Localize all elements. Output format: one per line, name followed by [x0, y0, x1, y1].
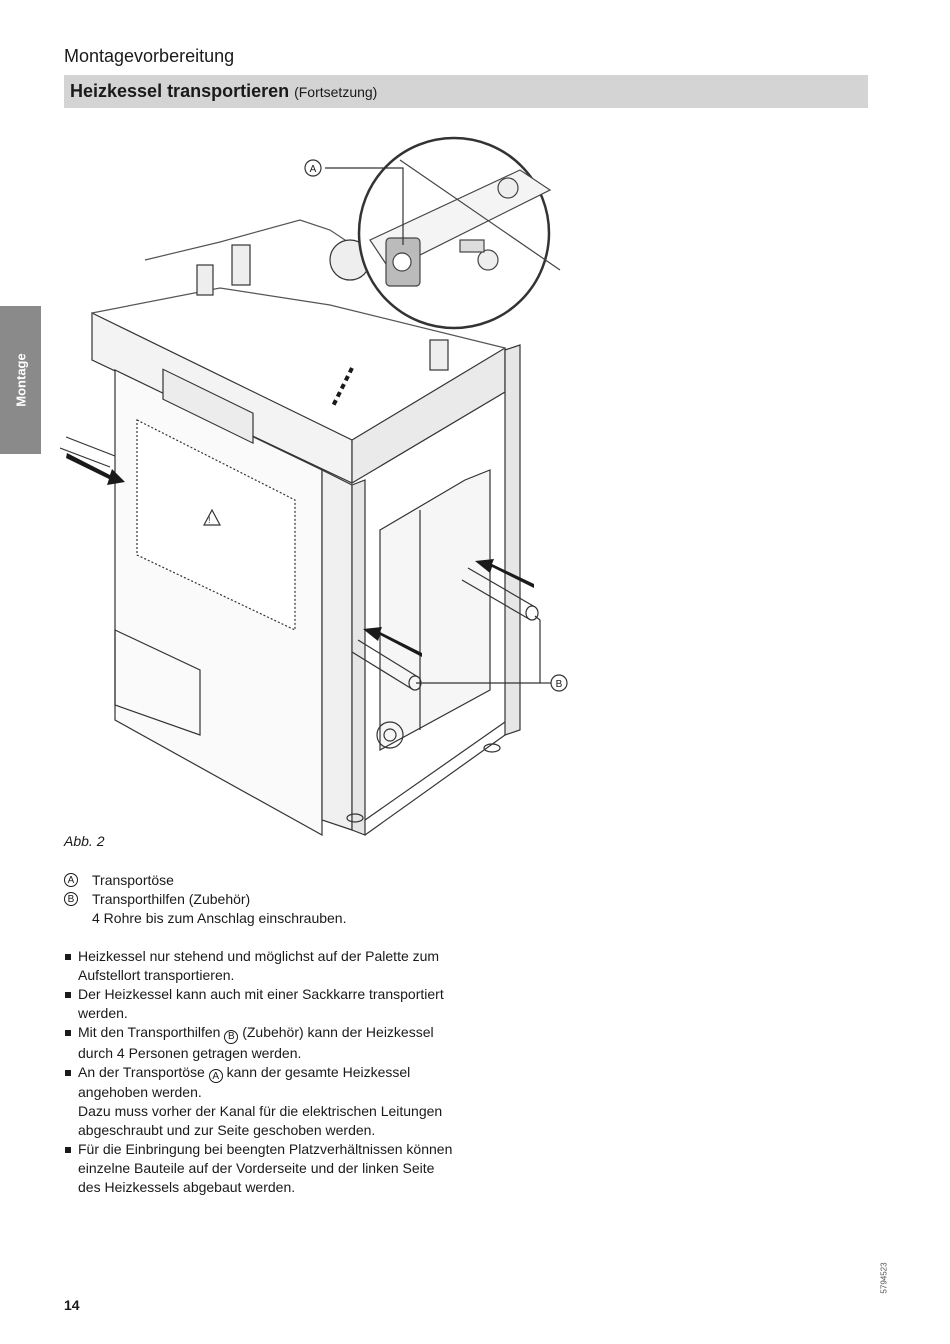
- legend-item: B Transporthilfen (Zubehör): [64, 890, 346, 909]
- figure-caption: Abb. 2: [64, 833, 105, 849]
- legend-note: 4 Rohre bis zum Anschlag einschrauben.: [92, 910, 347, 926]
- side-tab: Montage: [0, 306, 41, 454]
- list-item-text: Dazu muss vorher der Kanal für die elekt…: [78, 1103, 443, 1138]
- top-pipe-1: [196, 264, 214, 296]
- lower-compartment: [114, 629, 201, 736]
- left-column: [321, 469, 353, 831]
- side-frame-right-post: [504, 344, 521, 736]
- magnifier-contents: [369, 159, 561, 287]
- top-pipe-2: [231, 244, 251, 286]
- list-item-text: Der Heizkessel kann auch mit einer Sackk…: [78, 986, 444, 1021]
- list-item-text: kann der gesamte Heizkessel angehoben we…: [78, 1063, 411, 1101]
- arrow-left: [66, 453, 125, 485]
- control-panel: [162, 368, 254, 445]
- magnifier-pointer: [330, 367, 354, 409]
- section-title: Montagevorbereitung: [64, 46, 235, 66]
- list-item: Der Heizkessel kann auch mit einer Sackk…: [64, 985, 454, 1023]
- transport-tube-left: [60, 436, 116, 468]
- list-item-text: Heizkessel nur stehend und möglichst auf…: [78, 948, 440, 983]
- callout-a-circle: [304, 159, 322, 177]
- arrow-front: [363, 627, 422, 657]
- side-tab-label: Montage: [13, 353, 28, 407]
- svg-text:!: !: [208, 515, 211, 525]
- boiler-illustration: ! B: [60, 136, 568, 837]
- list-item: Heizkessel nur stehend und möglichst auf…: [64, 947, 454, 985]
- instruction-list: Heizkessel nur stehend und möglichst auf…: [64, 947, 454, 1197]
- internal-vessel: [379, 469, 491, 752]
- page-heading-sub: (Fortsetzung): [294, 83, 378, 100]
- list-item-text: Mit den Transporthilfen: [78, 1024, 221, 1040]
- warning-icon: [203, 508, 221, 526]
- callout-b-label: B: [556, 679, 563, 690]
- page-number: 14: [64, 1297, 80, 1313]
- right-pipe: [429, 339, 449, 371]
- list-item-text: An der Transportöse: [78, 1063, 205, 1080]
- page-heading: Heizkessel transportieren: [70, 81, 290, 101]
- transport-tube-back: [461, 567, 539, 621]
- legend-item: A Transportöse: [64, 871, 346, 890]
- doc-code: 5794523: [879, 1262, 889, 1294]
- legend-marker-b: B: [64, 892, 78, 906]
- list-item-text: Für die Einbringung bei beengten Platzve…: [78, 1141, 453, 1195]
- legend-text: Transporthilfen (Zubehör): [92, 891, 251, 907]
- heading-bar: Heizkessel transportieren (Fortsetzung): [64, 75, 868, 108]
- list-item-text: (Zubehör) kann der Heizkessel durch 4 Pe…: [78, 1024, 434, 1061]
- legend-text: Transportöse: [92, 872, 174, 888]
- callout-a-label: A: [310, 164, 317, 175]
- burner: [376, 721, 404, 749]
- arrow-back: [475, 559, 534, 588]
- side-top-rail: [351, 346, 506, 485]
- inline-marker-b: B: [224, 1029, 239, 1044]
- inline-marker-a: A: [208, 1069, 223, 1083]
- side-frame-left-post: [351, 479, 366, 836]
- legend-marker-a: A: [64, 873, 78, 887]
- list-item: Mit den Transporthilfen B (Zubehör) kann…: [64, 1023, 454, 1063]
- callout-leader-a: [325, 167, 404, 245]
- boiler-frame-top: [144, 219, 361, 261]
- list-item: Für die Einbringung bei beengten Platzve…: [64, 1140, 454, 1197]
- callout-leader-b: [416, 615, 541, 684]
- list-item: An der Transportöse A kann der gesamte H…: [64, 1063, 454, 1141]
- legend: A Transportöse B Transporthilfen (Zubehö…: [64, 871, 346, 928]
